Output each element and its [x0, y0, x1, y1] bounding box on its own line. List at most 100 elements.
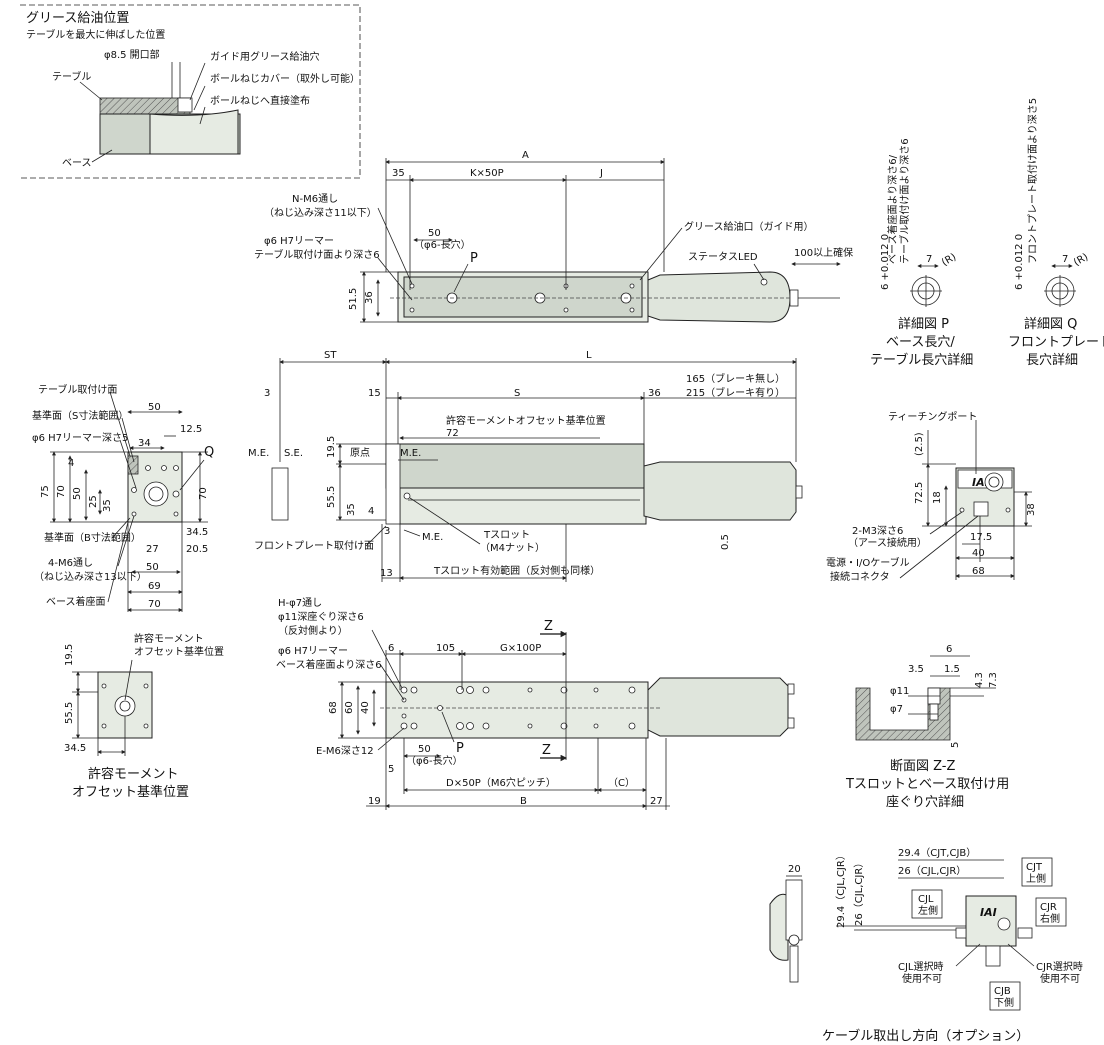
base-mount-label: ベース着座面	[46, 595, 106, 608]
detail-p-sub1: ベース長穴/	[886, 335, 955, 350]
me-label: M.E.	[248, 448, 269, 459]
dim-35f: 35	[102, 499, 113, 512]
dim-50b: 50	[72, 487, 83, 500]
bottom-base	[385, 681, 649, 739]
dim-6b: 6	[388, 643, 394, 654]
reamer-depth-label: テーブル取付け面より深さ6	[254, 248, 380, 261]
dim-725: 72.5	[914, 482, 925, 504]
dim-l: L	[586, 350, 592, 361]
detail-p-note2: テーブル取付け面より深さ6	[898, 138, 911, 264]
grease-nipple	[177, 97, 193, 113]
dim-555: 55.5	[326, 486, 337, 508]
detail-p-sub2: テーブル長穴詳細	[870, 352, 973, 368]
tslot-label: Tスロット	[483, 530, 530, 541]
dim-125: 12.5	[180, 424, 202, 435]
dim-555m: 55.5	[64, 702, 75, 724]
detail-q-marker: Q	[204, 445, 214, 460]
cable-option: 20 29.4（CJL,CJR） 26（CJL,CJR） 29.4（CJT,CJ…	[769, 847, 1083, 1044]
dim-27: 27	[146, 544, 159, 555]
h-counter-label: φ11深座ぐり深さ6	[278, 610, 364, 623]
dim-175: 17.5	[970, 532, 992, 543]
dim-25: 25	[88, 495, 99, 508]
dim-st: ST	[324, 350, 337, 361]
table-label: テーブル	[52, 70, 91, 83]
detail-q-sub2: 長穴詳細	[1026, 352, 1078, 368]
dim-15: 15	[368, 388, 381, 399]
clearance-label: 100以上確保	[794, 246, 853, 259]
section-zz-title: 断面図 Z-Z	[890, 759, 956, 774]
nm6-label: N-M6通し	[292, 193, 338, 205]
me2-label: M.E.	[400, 448, 421, 459]
bottom-holes	[400, 686, 636, 730]
status-led-label: ステータスLED	[688, 251, 758, 263]
dim-15z: 1.5	[944, 664, 960, 675]
side-base	[399, 487, 647, 525]
dim-69: 69	[148, 581, 161, 592]
dim-50: 50	[428, 228, 441, 239]
base-label: ベース	[62, 157, 92, 169]
dim-3b: 3	[384, 526, 390, 537]
dim-5b: 5	[388, 764, 394, 775]
dim-40b: 40	[360, 701, 371, 714]
dim-36: 36	[364, 291, 375, 304]
dim-35z: 3.5	[908, 664, 924, 675]
dim-73: 7.3	[988, 672, 999, 688]
dim-36b: 36	[648, 388, 661, 399]
opening-label: φ8.5 開口部	[104, 48, 160, 61]
detail-p-note1: ベース着座面より深さ6/	[886, 154, 899, 264]
front-plate	[385, 443, 401, 525]
dim-68r: 68	[972, 566, 985, 577]
ref-b-label: 基準面（B寸法範囲）	[44, 531, 141, 544]
cjl-ng2: 使用不可	[902, 972, 942, 985]
dim-g100p: G×100P	[500, 643, 541, 654]
dim-j: J	[599, 168, 603, 179]
table-mount-label: テーブル取付け面	[38, 383, 117, 396]
dim-05: 0.5	[720, 534, 731, 550]
front-plate-label: フロントプレート取付け面	[254, 539, 374, 552]
moment-view: 許容モーメント オフセット基準位置 19.5 55.5 34.5 許容モーメント…	[64, 632, 224, 800]
cjl-cjr-1: 29.4（CJL,CJR）	[835, 850, 847, 928]
dim-5z: 5	[950, 742, 961, 748]
teaching-label: ティーチングポート	[888, 410, 977, 423]
cjl-box2: 左側	[918, 904, 938, 917]
cable-connector	[789, 289, 799, 307]
me3-label: M.E.	[422, 532, 443, 543]
cjt-box: CJT	[1026, 862, 1043, 873]
stroke-end-block	[271, 467, 289, 521]
status-led	[760, 278, 768, 286]
dim-72: 72	[446, 428, 459, 439]
grease-title: グリース給油位置	[26, 11, 129, 26]
moment-ref-label: 許容モーメントオフセット基準位置	[446, 414, 606, 427]
detail-q: 6 +0.012 0 フロントプレート取付け面より深さ5 7 (R) 詳細図 Q…	[1008, 98, 1104, 368]
h-opposite-label: （反対側より）	[278, 624, 348, 637]
m4nut-label: （M4ナット）	[480, 542, 545, 554]
screw-cover-label: ボールねじカバー（取外し可能）	[210, 72, 360, 85]
dim-35b: 35	[346, 503, 357, 516]
reamer5-label: φ6 H7リーマー深さ5	[32, 432, 128, 444]
guide-hole-label: ガイド用グリース給油穴	[210, 50, 320, 63]
dim-515: 51.5	[348, 288, 359, 310]
power-connector[interactable]	[973, 501, 989, 517]
dim-105: 105	[436, 643, 455, 654]
m6thru-label: 4-M6通し	[48, 557, 93, 569]
dim-18: 18	[932, 491, 943, 504]
ground-label: （アース接続用）	[848, 536, 927, 549]
dim-a: A	[522, 150, 529, 161]
cjb-box: CJB	[994, 986, 1011, 997]
with-brake-label: 215（ブレーキ有り）	[686, 386, 785, 399]
rear-view: IAI ティーチングポート (2.5) 72.5 18 38 2-M3深さ6 （…	[826, 410, 1037, 583]
h-hole-label: H-φ7通し	[278, 597, 322, 609]
detail-p-d7: 7	[926, 254, 932, 265]
grease-subtitle: テーブルを最大に伸ばした位置	[26, 28, 165, 41]
cjl-ng1: CJL選択時	[898, 960, 944, 973]
moment-caption2: オフセット基準位置	[72, 784, 189, 800]
iai-logo: IAI	[972, 476, 989, 489]
cjr-box2: 右側	[1040, 912, 1060, 925]
origin-label: 原点	[350, 447, 370, 459]
dim-40r: 40	[972, 548, 985, 559]
side-table	[385, 443, 645, 489]
cjr-ng2: 使用不可	[1040, 972, 1080, 985]
power-label: 電源・I/Oケーブル	[826, 556, 910, 569]
dim-27b: 27	[650, 796, 663, 807]
section-zz: 6 3.5 1.5 4.3 7.3 φ11 φ7 5 断面図 Z-Z Tスロット…	[845, 644, 1009, 810]
